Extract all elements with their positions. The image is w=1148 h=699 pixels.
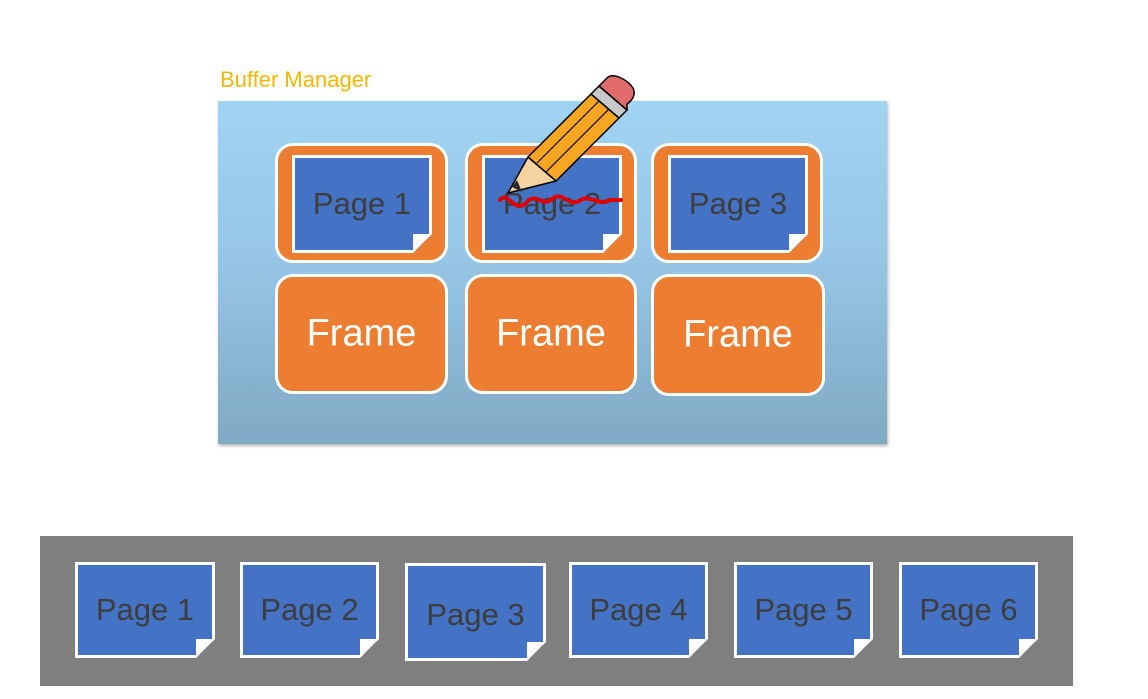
page-fold-icon	[357, 636, 379, 658]
buffer-page-label: Page 1	[312, 186, 412, 221]
buffer-page-label: Page 3	[688, 186, 788, 221]
disk-page-label: Page 4	[589, 592, 688, 627]
buffer-slot-1: Page 1	[275, 143, 448, 263]
page-fold-icon	[524, 639, 546, 661]
buffer-manager-panel: Page 1 Page 2 Page 3 Frame Frame Frame	[218, 101, 887, 444]
page-fold-icon	[410, 231, 432, 253]
buffer-manager-title: Buffer Manager	[220, 67, 372, 92]
disk-page-label: Page 3	[426, 597, 525, 632]
frame-label: Frame	[496, 312, 606, 355]
disk-page-label: Page 1	[95, 592, 195, 627]
buffer-page-1: Page 1	[292, 155, 432, 253]
page-fold-icon	[686, 636, 708, 658]
disk-page-1: Page 1	[75, 562, 215, 658]
buffer-page-2: Page 2	[482, 155, 622, 253]
disk-page-6: Page 6	[899, 562, 1038, 658]
frame-3: Frame	[651, 274, 825, 396]
frame-2: Frame	[465, 274, 637, 394]
page-fold-icon	[600, 231, 622, 253]
buffer-slot-3: Page 3	[651, 143, 823, 263]
disk-page-5: Page 5	[734, 562, 873, 658]
buffer-page-3: Page 3	[668, 155, 808, 253]
disk-page-label: Page 6	[919, 592, 1018, 627]
buffer-page-label: Page 2	[502, 186, 602, 221]
disk-page-4: Page 4	[569, 562, 708, 658]
disk-page-2: Page 2	[240, 562, 379, 658]
page-fold-icon	[786, 231, 808, 253]
frame-label: Frame	[306, 312, 417, 355]
buffer-slot-2: Page 2	[465, 143, 637, 263]
disk-storage: Page 1 Page 2 Page 3 Page 4 Page 5 Page …	[40, 536, 1073, 686]
disk-page-3: Page 3	[405, 563, 546, 661]
frame-label: Frame	[683, 313, 793, 356]
disk-page-label: Page 2	[260, 592, 359, 627]
disk-page-label: Page 5	[754, 592, 853, 627]
page-fold-icon	[851, 636, 873, 658]
frame-1: Frame	[275, 274, 448, 394]
page-fold-icon	[1016, 636, 1038, 658]
page-fold-icon	[193, 636, 215, 658]
